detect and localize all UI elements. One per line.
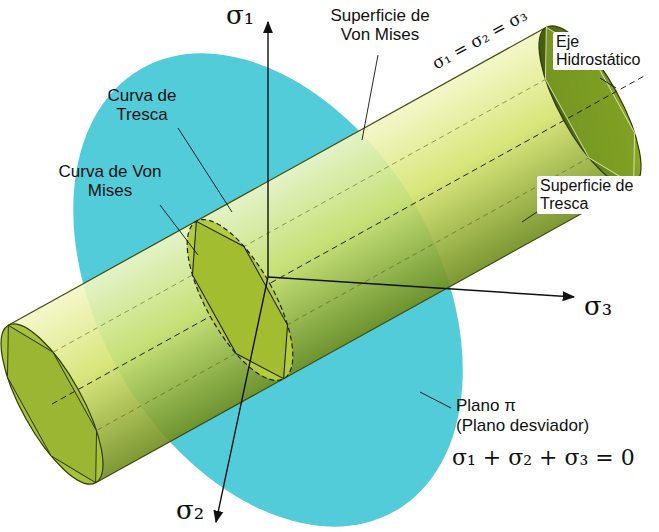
plane-equation: σ₁ + σ₂ + σ₃ = 0 bbox=[452, 446, 635, 471]
leader-line bbox=[420, 392, 451, 408]
callout-label: Superficie de Von Mises bbox=[318, 6, 442, 44]
sigma3-axis bbox=[268, 277, 574, 297]
plane-label: Plano π bbox=[456, 396, 516, 415]
callout-label: Curva de Tresca bbox=[96, 86, 188, 124]
generatrix bbox=[74, 145, 612, 443]
leader-line bbox=[600, 78, 616, 88]
callout-label: Curva de Von Mises bbox=[58, 162, 162, 200]
leader-line bbox=[178, 128, 232, 212]
cylinder-edge bbox=[8, 27, 546, 325]
axis-label: σ₂ bbox=[176, 496, 204, 525]
axis-label: σ₃ bbox=[584, 292, 612, 321]
von-mises-cylinder bbox=[8, 27, 633, 483]
hydrostatic-axis bbox=[52, 75, 646, 404]
middle-section bbox=[167, 205, 314, 395]
left-cap bbox=[0, 311, 122, 498]
leader-line bbox=[160, 205, 198, 255]
plane-label: (Plano desviador) bbox=[456, 416, 589, 435]
callout-label: Eje Hidrostático bbox=[553, 32, 655, 70]
leader-line bbox=[362, 55, 378, 140]
cylinder-edge bbox=[96, 185, 634, 483]
callout-label: Superficie de Tresca bbox=[537, 176, 655, 214]
sigma1-axis bbox=[267, 22, 268, 277]
generatrix bbox=[30, 67, 568, 365]
axis-label: σ₁ bbox=[226, 1, 254, 30]
sigma2-axis bbox=[216, 277, 268, 522]
